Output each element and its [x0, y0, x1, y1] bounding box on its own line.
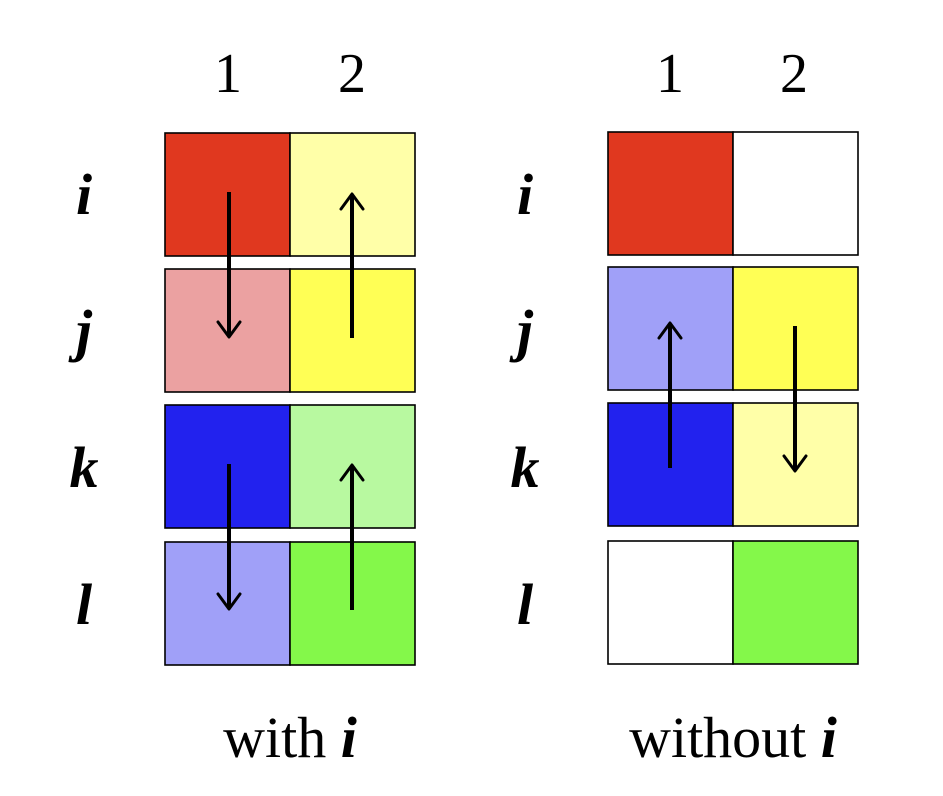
caption-with-i-variable: i [341, 705, 357, 770]
column-label-2-right: 2 [780, 43, 808, 105]
row-label-k-right: k [511, 435, 540, 500]
cell-without-i-1 [607, 131, 734, 256]
row-label-j: j [68, 298, 93, 363]
column-label-2: 2 [338, 43, 366, 105]
column-label-1-right: 1 [656, 43, 684, 105]
caption-with-i-prefix: with [223, 705, 341, 770]
panel-without-i: 1 2 i j k l without i [509, 43, 859, 770]
row-label-i: i [76, 162, 92, 227]
arrow-without-2-j-to-k [782, 326, 808, 473]
arrow-without-1-k-to-j [657, 321, 683, 468]
caption-without-i-prefix: without [629, 705, 821, 770]
caption-with-i: with i [223, 705, 357, 770]
arrow-with-2-l-to-k [339, 463, 365, 610]
caption-without-i-variable: i [821, 705, 837, 770]
cell-without-i-2 [732, 131, 859, 256]
cell-without-l-2 [732, 540, 859, 665]
row-label-i-right: i [517, 162, 533, 227]
column-label-1: 1 [214, 43, 242, 105]
panel-with-i: 1 2 i j k l [68, 43, 416, 770]
arrow-with-2-j-to-i [339, 192, 365, 338]
arrow-with-1-k-to-l [216, 464, 242, 611]
row-label-l: l [76, 572, 93, 637]
cell-without-l-1 [607, 540, 734, 665]
caption-without-i: without i [629, 705, 837, 770]
arrow-with-1-i-to-j [216, 192, 242, 339]
row-label-l-right: l [517, 572, 534, 637]
row-label-j-right: j [509, 298, 534, 363]
row-label-k: k [70, 435, 99, 500]
